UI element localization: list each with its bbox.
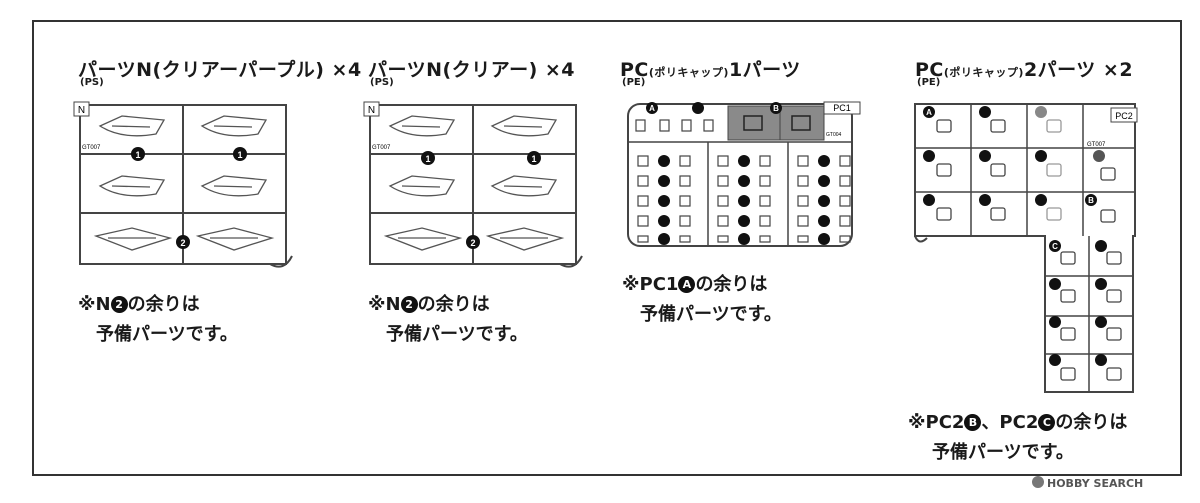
- circled-letter: A: [678, 276, 696, 293]
- sprue-tag: N: [368, 105, 375, 116]
- part-number-label: 2: [180, 238, 185, 248]
- part-number-label: 1: [135, 150, 140, 160]
- title-small: (ポリキャップ): [648, 66, 729, 79]
- title-tail: 2パーツ: [1023, 59, 1096, 81]
- material-label: (PE): [622, 77, 646, 88]
- title-quantity: ×2: [1102, 59, 1134, 81]
- sprue-n-clear: N GT007 1 1 2: [363, 101, 583, 268]
- title-quantity: ×4: [544, 59, 576, 81]
- sprue-code: GT007: [1087, 142, 1106, 148]
- watermark-logo: HOBBY SEARCH: [1032, 476, 1143, 490]
- circled-number: 2: [110, 296, 128, 313]
- part-letter-label: A: [649, 104, 655, 113]
- note-line-2: 予備パーツです。: [640, 304, 782, 325]
- title-text: PC: [620, 59, 649, 81]
- title-text: PC: [915, 59, 944, 81]
- part-number-label: 1: [531, 154, 536, 164]
- section-title-pc2: PC(ポリキャップ)2パーツ ×2: [915, 55, 1133, 82]
- title-text: パーツN(クリアーパープル): [78, 59, 325, 81]
- circled-number: 2: [400, 296, 418, 313]
- title-text: パーツN(クリアー): [368, 59, 538, 81]
- title-small: (ポリキャップ): [943, 66, 1024, 79]
- circled-letter: B: [964, 414, 982, 431]
- watermark-text: HOBBY SEARCH: [1047, 477, 1144, 490]
- sprue-pc2: PC2 GT007 A B C: [914, 103, 1138, 393]
- title-tail: 1パーツ: [728, 59, 801, 81]
- part-letter-label: B: [1088, 196, 1094, 205]
- title-quantity: ×4: [331, 59, 362, 81]
- sprue-code: GT004: [826, 132, 842, 138]
- note-line-2: 予備パーツです。: [96, 324, 238, 345]
- section-title-n-clear: パーツN(クリアー) ×4: [368, 55, 575, 82]
- note-line-2: 予備パーツです。: [386, 324, 528, 345]
- sprue-pc1: PC1 GT004 A B: [627, 101, 861, 247]
- sprue-n-purple: N GT007 1 1 2: [73, 101, 293, 268]
- section-title-pc1: PC(ポリキャップ)1パーツ: [620, 55, 801, 82]
- instruction-frame: [32, 20, 1182, 476]
- part-number-label: 1: [237, 150, 242, 160]
- sprue-tag: PC1: [833, 103, 851, 113]
- material-label: (PS): [370, 77, 394, 88]
- sprue-code: GT007: [372, 145, 391, 151]
- note-line-2: 予備パーツです。: [932, 442, 1074, 463]
- part-letter-label: A: [926, 108, 932, 117]
- circled-letter: C: [1038, 414, 1056, 431]
- material-label: (PE): [917, 77, 941, 88]
- sprue-tag: N: [78, 105, 85, 116]
- logo-icon: [1032, 476, 1044, 488]
- material-label: (PS): [80, 77, 104, 88]
- sprue-tag: PC2: [1115, 111, 1133, 121]
- part-number-label: 2: [470, 238, 475, 248]
- part-letter-label: B: [773, 104, 779, 113]
- section-title-n-purple: パーツN(クリアーパープル) ×4: [78, 55, 362, 82]
- sprue-code: GT007: [82, 145, 101, 151]
- part-letter-label: C: [1052, 242, 1058, 251]
- part-number-label: 1: [425, 154, 430, 164]
